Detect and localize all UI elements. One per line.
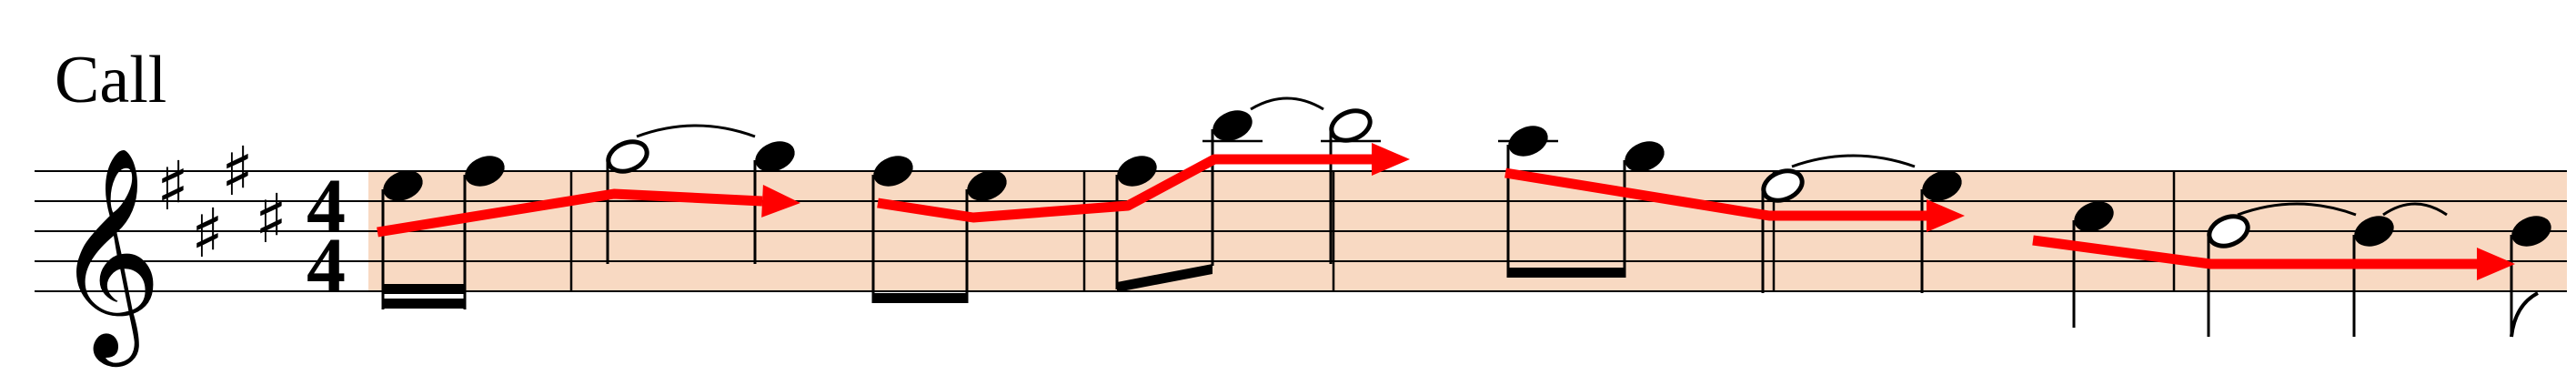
tie: [2237, 202, 2357, 217]
notehead: [1213, 110, 1253, 141]
note-beam: [873, 293, 967, 303]
tie: [636, 124, 756, 138]
note-beam: [383, 299, 465, 309]
sharp-icon: ♯: [156, 147, 189, 226]
notehead: [2511, 216, 2551, 247]
note-beam: [1508, 268, 1625, 278]
staff-lines: [35, 170, 2567, 292]
notehead: [755, 141, 795, 172]
time-signature-denominator: 4: [307, 221, 346, 309]
notehead: [2354, 216, 2394, 247]
eighth-flag: [2510, 291, 2539, 338]
sharp-icon: ♯: [221, 133, 254, 211]
notehead: [465, 156, 505, 187]
notehead: [1625, 141, 1665, 172]
notehead: [967, 170, 1007, 201]
melody-arrow: [377, 184, 800, 238]
notes: [381, 96, 2551, 338]
notehead: [383, 170, 423, 201]
key-signature: ♯ ♯ ♯ ♯: [156, 133, 287, 273]
note-beam: [383, 284, 465, 294]
notehead: [606, 139, 649, 174]
notehead: [1329, 108, 1373, 143]
melody-arrow: [1504, 167, 1965, 232]
notehead: [1922, 170, 1962, 201]
melody-arrow: [2032, 235, 2515, 280]
notehead: [1117, 156, 1157, 187]
treble-clef-icon: 𝄞: [55, 146, 162, 367]
time-signature-numerator: 4: [307, 162, 346, 249]
title: Call: [55, 43, 166, 117]
notehead: [1761, 168, 1805, 203]
notehead: [873, 156, 913, 187]
tie: [1250, 96, 1324, 111]
melody-arrows: [377, 143, 2515, 280]
notehead: [2207, 214, 2250, 248]
melody-arrow: [877, 143, 1410, 223]
sharp-icon: ♯: [191, 195, 224, 273]
notehead: [2074, 201, 2114, 232]
sharp-icon: ♯: [255, 180, 287, 258]
tie: [2382, 202, 2448, 217]
tie: [1791, 154, 1916, 168]
note-beam: [1117, 264, 1213, 292]
